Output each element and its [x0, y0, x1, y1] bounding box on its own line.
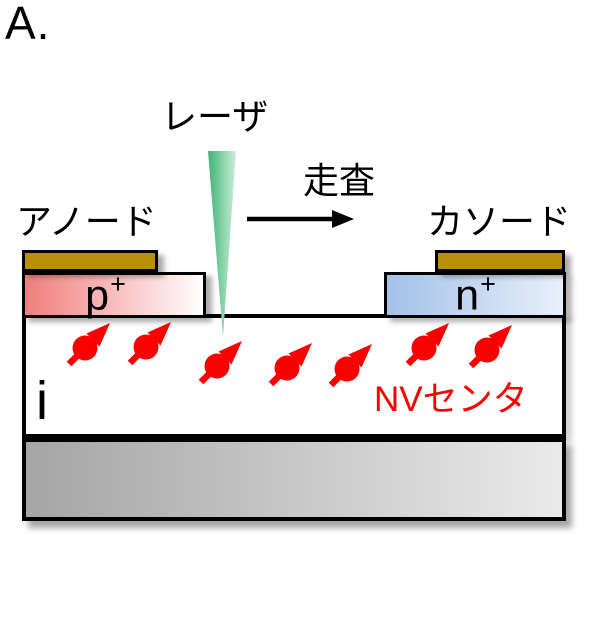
laser-label: レーザ: [161, 96, 269, 137]
i-layer-label: i: [36, 371, 48, 431]
laser-beam-cone: [208, 151, 236, 337]
p-plus-region: p+: [22, 271, 206, 318]
scan-arrow: [247, 210, 354, 228]
n-plus-region: n+: [384, 269, 566, 320]
nv-center-label: NVセンタ: [374, 380, 528, 419]
n-plus-label: n+: [455, 269, 496, 320]
cathode-electrode: [435, 250, 565, 272]
anode-electrode: [22, 250, 158, 272]
substrate: [22, 438, 566, 521]
i-layer: [22, 314, 566, 438]
panel-label: A.: [5, 0, 51, 49]
anode-label: アノード: [16, 201, 157, 242]
cathode-label: カソード: [427, 201, 572, 242]
scan-label: 走査: [303, 160, 376, 201]
p-plus-label: p+: [85, 269, 126, 320]
